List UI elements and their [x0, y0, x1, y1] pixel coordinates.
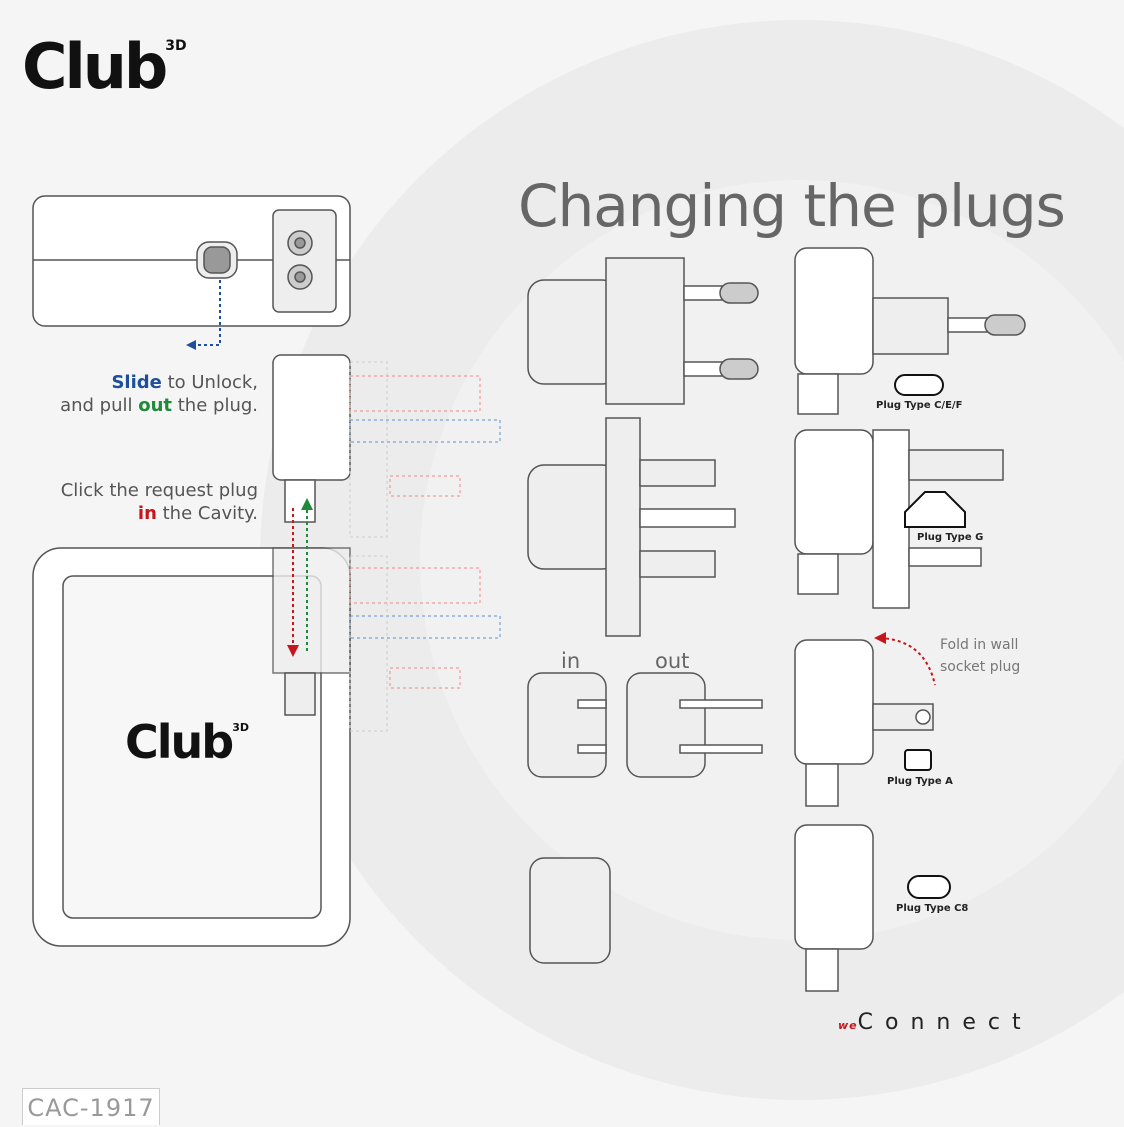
- label-out: out: [655, 649, 690, 673]
- plug-illustrations: [527, 247, 1026, 992]
- instruction-unlock: Slide to Unlock, and pull out the plug.: [60, 372, 258, 416]
- weconnect-logo: weConnect: [838, 1010, 1033, 1035]
- label-plug-c8: Plug Type C8: [896, 903, 969, 914]
- label-in: in: [561, 649, 581, 673]
- label-plug-a: Plug Type A: [887, 776, 953, 787]
- label-plug-g: Plug Type G: [917, 532, 984, 543]
- charger-top-view: [32, 195, 351, 327]
- plug-type-symbols: [894, 374, 966, 899]
- charger-front-view: [32, 354, 351, 947]
- instruction-insert: Click the request plug in the Cavity.: [60, 480, 258, 524]
- label-plug-cef: Plug Type C/E/F: [876, 400, 963, 411]
- charger-logo: Club3D: [125, 715, 249, 769]
- page-title: Changing the plugs: [518, 172, 1066, 240]
- club3d-logo: Club3D: [22, 30, 187, 103]
- sku-label: CAC-1917: [22, 1088, 160, 1125]
